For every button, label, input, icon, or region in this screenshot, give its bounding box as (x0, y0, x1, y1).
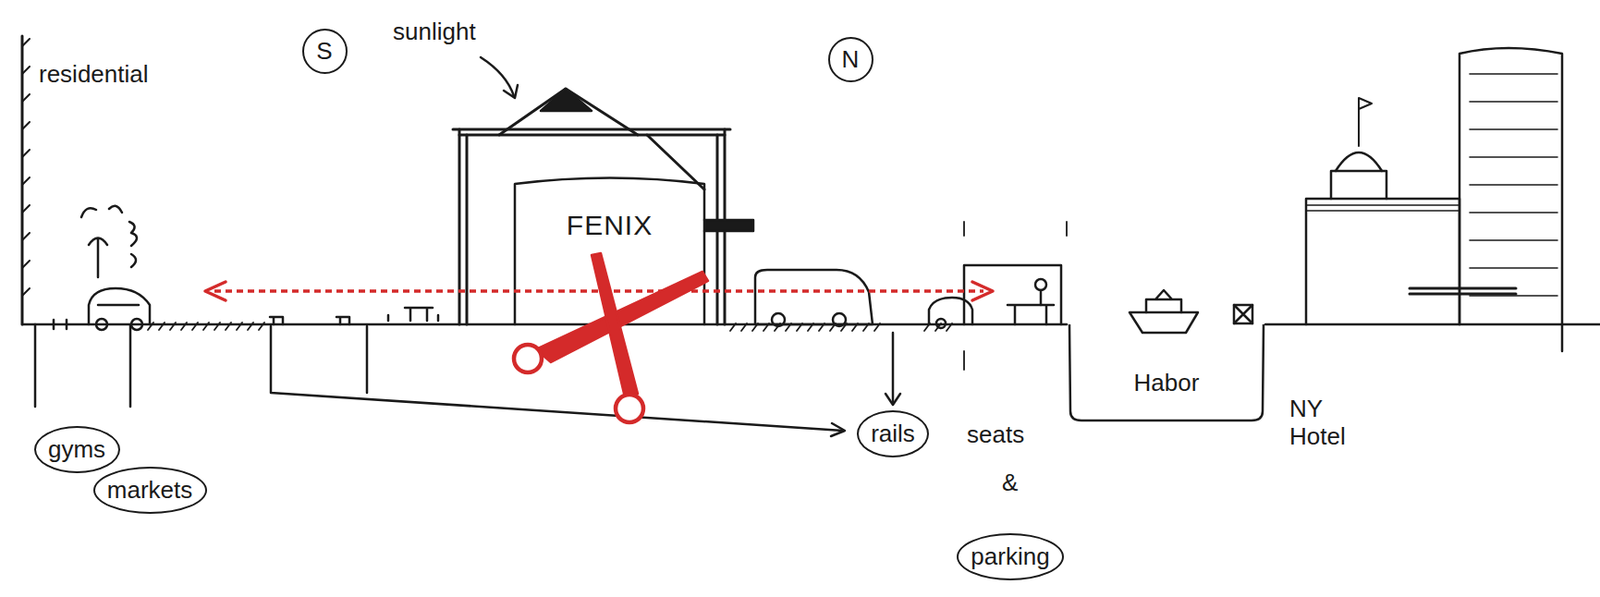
annotation-label: seats (966, 421, 1025, 450)
node-text: parking (970, 543, 1050, 571)
node-text: FENIX (566, 209, 653, 241)
basin-outline-path (1069, 324, 1264, 421)
note-circle: rails (856, 410, 929, 458)
compass-circle: N (828, 36, 874, 83)
node-text: rails (870, 420, 916, 448)
annotation-label: sunlight (392, 18, 477, 47)
compass-circle: S (302, 28, 348, 74)
building-label: NY Hotel (1289, 395, 1362, 452)
note-circle: gyms (34, 426, 121, 474)
node-text: S (316, 37, 332, 65)
note-circle: parking (956, 533, 1064, 581)
node-text: N (842, 46, 860, 74)
harbor-basin: Habor (1066, 324, 1267, 425)
node-text: Habor (1134, 369, 1200, 397)
node-text: gyms (48, 436, 106, 464)
annotation-label: & (1001, 469, 1018, 498)
zone-label: residential (38, 61, 149, 89)
note-circle: markets (93, 466, 208, 514)
node-text: markets (107, 476, 193, 504)
building-label-box: FENIX (514, 183, 705, 325)
